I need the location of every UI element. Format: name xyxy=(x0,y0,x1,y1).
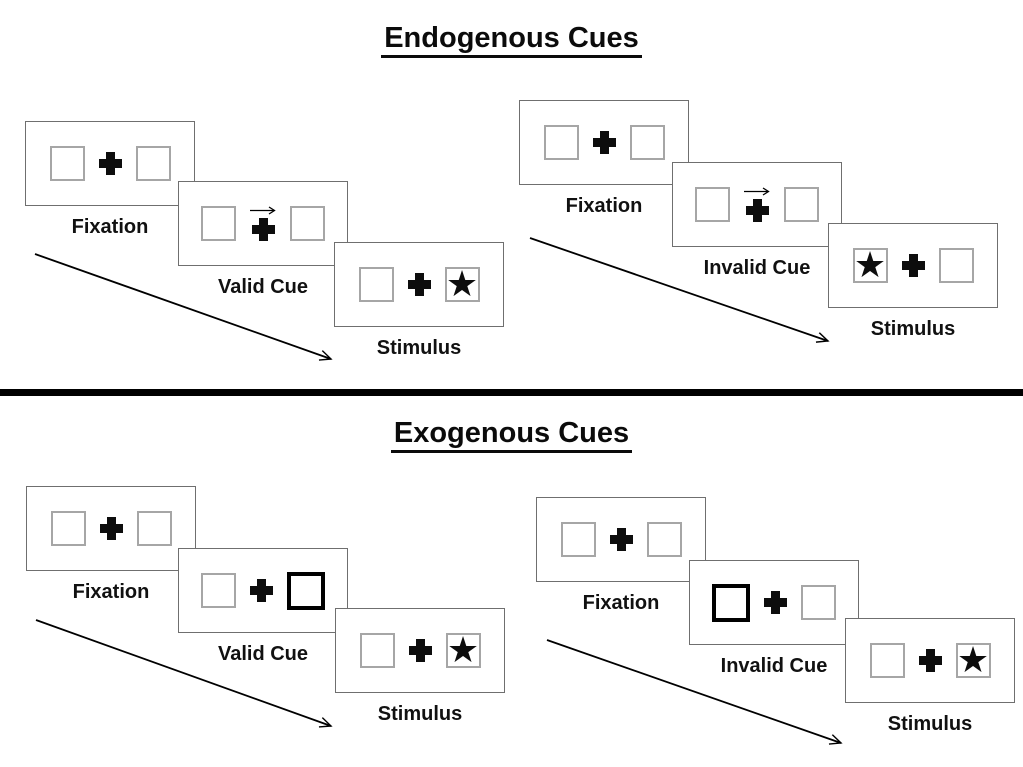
left-box xyxy=(201,573,236,608)
timeline-arrow xyxy=(529,237,828,341)
panel-label: Fixation xyxy=(582,592,660,614)
fixation-cross-icon xyxy=(764,591,787,614)
panel-label: Stimulus xyxy=(376,337,462,359)
right-arrow-icon xyxy=(250,206,276,215)
panel-label: Invalid Cue xyxy=(703,257,811,279)
panel-label: Stimulus xyxy=(870,318,956,340)
fixation-cross-icon xyxy=(408,639,432,662)
right-box xyxy=(801,585,836,620)
right-box xyxy=(938,248,974,283)
section-divider xyxy=(0,389,1023,396)
star-icon: ★ xyxy=(853,243,887,285)
star-icon: ★ xyxy=(446,628,480,670)
panel-label: Valid Cue xyxy=(217,643,309,665)
fixation-panel xyxy=(25,121,195,206)
panel-label: Fixation xyxy=(72,581,150,603)
star-icon: ★ xyxy=(445,262,479,304)
panel-label: Stimulus xyxy=(377,703,463,725)
left-box xyxy=(560,522,596,557)
panel-label: Invalid Cue xyxy=(720,655,828,677)
left-box xyxy=(869,643,905,678)
star-box: ★ xyxy=(445,628,481,670)
stimulus-panel: ★ xyxy=(845,618,1015,703)
panel-label: Fixation xyxy=(565,195,643,217)
fixation-cross-icon xyxy=(251,218,275,241)
right-box xyxy=(135,146,171,181)
fixation-cross-icon xyxy=(407,273,431,296)
panel-label: Stimulus xyxy=(887,713,973,735)
right-arrow-icon xyxy=(744,187,770,196)
stimulus-panel: ★ xyxy=(334,242,504,327)
star-box: ★ xyxy=(955,638,991,680)
fixation-cross-icon xyxy=(609,528,633,551)
timeline-arrow xyxy=(34,253,331,359)
star-box: ★ xyxy=(444,262,480,304)
star-icon: ★ xyxy=(956,638,990,680)
exogenous-cues-title: Exogenous Cues xyxy=(0,417,1023,453)
fixation-cross-icon xyxy=(98,152,122,175)
left-box xyxy=(49,146,85,181)
invalid-cue-panel xyxy=(672,162,842,247)
panel-label: Valid Cue xyxy=(217,276,309,298)
cue-box xyxy=(712,583,750,622)
right-box xyxy=(646,522,682,557)
right-box xyxy=(136,511,172,546)
star-box: ★ xyxy=(852,243,888,285)
left-box xyxy=(359,633,395,668)
cue-box xyxy=(287,571,325,610)
left-box xyxy=(543,125,579,160)
stimulus-panel: ★ xyxy=(828,223,998,308)
fixation-panel xyxy=(26,486,196,571)
fixation-cross-icon xyxy=(592,131,616,154)
left-box xyxy=(695,187,730,222)
fixation-cross-icon xyxy=(250,579,273,602)
valid-cue-panel xyxy=(178,548,348,633)
fixation-cross-icon xyxy=(745,199,769,222)
right-box xyxy=(629,125,665,160)
left-box xyxy=(201,206,236,241)
endogenous-cues-title: Endogenous Cues xyxy=(0,22,1023,58)
fixation-cross-icon xyxy=(99,517,123,540)
fixation-panel xyxy=(536,497,706,582)
fixation-cross-icon xyxy=(901,254,925,277)
invalid-cue-panel xyxy=(689,560,859,645)
fixation-cross-icon xyxy=(918,649,942,672)
timeline-arrow xyxy=(546,639,841,743)
right-box xyxy=(784,187,819,222)
left-box xyxy=(50,511,86,546)
fixation-panel xyxy=(519,100,689,185)
stimulus-panel: ★ xyxy=(335,608,505,693)
timeline-arrow xyxy=(35,619,331,726)
panel-label: Fixation xyxy=(71,216,149,238)
left-box xyxy=(358,267,394,302)
valid-cue-panel xyxy=(178,181,348,266)
right-box xyxy=(290,206,325,241)
